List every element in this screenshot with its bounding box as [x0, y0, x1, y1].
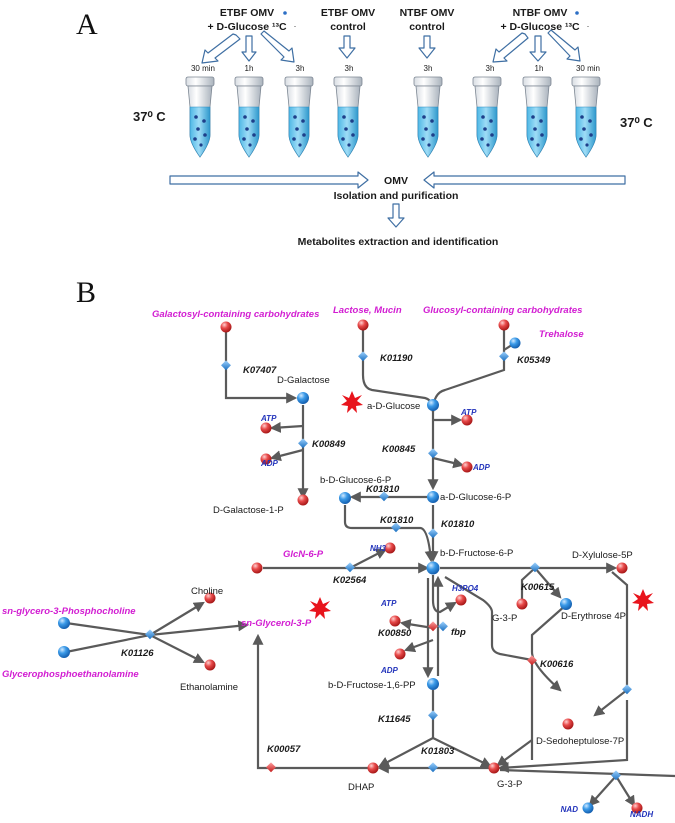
metabolite-nodes: [58, 319, 643, 814]
label-d-erythrose-4p: D-Erythrose 4P: [561, 611, 626, 622]
source-sn-glycero-3-phosphocholine: sn-glycero-3-Phosphocholine: [2, 606, 136, 617]
label-a-d-glucose-6-p: a-D-Glucose-6-P: [440, 492, 511, 503]
svg-text:+ D-Glucose ¹³C: + D-Glucose ¹³C: [207, 21, 286, 33]
tube-ntbf-30min: 30 min: [571, 64, 601, 158]
label-b-d-fructose-1-6-pp: b-D-Fructose-1,6-PP: [328, 680, 416, 691]
source-lactose-mucin: Lactose, Mucin: [333, 305, 402, 316]
label-d-xylulose-5p: D-Xylulose-5P: [572, 550, 633, 561]
svg-text:NTBF OMV: NTBF OMV: [400, 7, 455, 19]
cofactor-atp-3: ATP: [380, 599, 397, 608]
svg-text:-: -: [587, 24, 589, 30]
svg-text:1h: 1h: [535, 64, 544, 73]
source-glucosyl: Glucosyl-containing carbohydrates: [423, 305, 582, 316]
label-a-d-glucose: a-D-Glucose: [367, 401, 420, 412]
label-g-3-p-lower: G-3-P: [497, 779, 522, 790]
temperature-left: 37⁰ C: [133, 109, 166, 124]
source-glcn6p: GlcN-6-P: [283, 549, 324, 560]
enzyme-k00845: K00845: [382, 444, 416, 455]
source-trehalose: Trehalose: [539, 329, 584, 340]
label-d-galactose-1-p: D-Galactose-1-P: [213, 505, 284, 516]
enzyme-k00849: K00849: [312, 439, 346, 450]
enzyme-k00616: K00616: [540, 659, 574, 670]
enzyme-k01803: K01803: [421, 746, 455, 757]
enzyme-k00615: K00615: [521, 582, 555, 593]
tube-etbf-30min: 30 min: [185, 64, 215, 158]
starburst-glycerol: [309, 597, 331, 619]
source-galactosyl: Galactosyl-containing carbohydrates: [152, 309, 319, 320]
distribution-arrows: [201, 29, 581, 64]
label-b-d-fructose-6-p: b-D-Fructose-6-P: [440, 548, 513, 559]
enzyme-k07407: K07407: [243, 365, 277, 376]
tube-etbf-control-3h: 3h: [333, 64, 363, 158]
omv-merge-arrows: [169, 171, 626, 228]
svg-text:30 min: 30 min: [576, 64, 600, 73]
tube-ntbf-control-3h: 3h: [413, 64, 443, 158]
svg-text:3h: 3h: [424, 64, 433, 73]
enzyme-k02564: K02564: [333, 575, 367, 586]
tube-ntbf-1h: 1h: [522, 64, 552, 158]
cofactor-adp-1: ADP: [260, 459, 279, 468]
enzyme-k01126: K01126: [121, 648, 154, 659]
isolation-label: Isolation and purification: [334, 190, 459, 202]
label-d-galactose: D-Galactose: [277, 375, 330, 386]
label-ethanolamine: Ethanolamine: [180, 682, 238, 693]
cofactor-atp-1: ATP: [260, 414, 277, 423]
cofactor-nadh: NADH: [630, 810, 653, 818]
svg-text:-: -: [294, 24, 296, 30]
pathway-edges: [65, 327, 675, 807]
ntbf-glucose-label: NTBF OMV + D-Glucose ¹³C -: [500, 7, 589, 33]
label-g-3-p-upper: G-3-P: [492, 613, 517, 624]
temperature-right: 37⁰ C: [620, 115, 653, 130]
cofactor-atp-2: ATP: [460, 408, 477, 417]
svg-text:30 min: 30 min: [191, 64, 215, 73]
svg-text:control: control: [330, 21, 366, 33]
etbf-glucose-label: ETBF OMV + D-Glucose ¹³C -: [207, 7, 296, 33]
enzyme-k00850: K00850: [378, 628, 412, 639]
svg-text:control: control: [409, 21, 445, 33]
enzyme-k00057: K00057: [267, 744, 301, 755]
cofactor-adp-2: ADP: [472, 463, 491, 472]
enzyme-k01810-a: K01810: [366, 484, 400, 495]
enzyme-k01190: K01190: [380, 353, 413, 364]
svg-text:ETBF OMV: ETBF OMV: [220, 7, 274, 19]
cofactor-h3po4: H3PO4: [452, 584, 479, 593]
cofactor-adp-3: ADP: [380, 666, 399, 675]
svg-text:NTBF OMV: NTBF OMV: [513, 7, 568, 19]
ntbf-control-label: NTBF OMV control: [400, 7, 455, 33]
omv-label: OMV: [384, 175, 408, 187]
enzyme-k01810-c: K01810: [441, 519, 475, 530]
svg-text:3h: 3h: [486, 64, 495, 73]
starburst-markers: [309, 391, 654, 619]
label-d-sedoheptulose-7p: D-Sedoheptulose-7P: [536, 736, 624, 747]
svg-text:ETBF OMV: ETBF OMV: [321, 7, 375, 19]
starburst-erythrose: [632, 589, 654, 611]
starburst-glucose: [341, 391, 363, 413]
etbf-control-label: ETBF OMV control: [321, 7, 375, 33]
tube-etbf-3h: 3h: [284, 64, 314, 158]
tube-ntbf-3h: 3h: [472, 64, 502, 158]
cofactor-nh3: NH3: [370, 544, 387, 553]
enzyme-k05349: K05349: [517, 355, 551, 366]
panel-b-letter: B: [76, 276, 96, 309]
extraction-label: Metabolites extraction and identificatio…: [298, 236, 499, 248]
label-dhap: DHAP: [348, 782, 374, 793]
source-glycerophosphoethanolamine: Glycerophosphoethanolamine: [2, 669, 139, 680]
cofactor-nad: NAD: [561, 805, 579, 814]
label-b-d-glucose-6-p: b-D-Glucose-6-P: [320, 475, 391, 486]
source-sn-glycerol-3-p: sn-Glycerol-3-P: [241, 618, 312, 629]
svg-text:3h: 3h: [296, 64, 305, 73]
svg-text:1h: 1h: [245, 64, 254, 73]
svg-text:+ D-Glucose ¹³C: + D-Glucose ¹³C: [500, 21, 579, 33]
enzyme-k11645: K11645: [378, 714, 411, 725]
panel-a-letter: A: [76, 8, 98, 41]
svg-text:3h: 3h: [345, 64, 354, 73]
enzyme-k01810-b: K01810: [380, 515, 414, 526]
label-choline: Choline: [191, 586, 223, 597]
enzyme-fbp: fbp: [451, 627, 466, 638]
tube-etbf-1h: 1h: [234, 64, 264, 158]
